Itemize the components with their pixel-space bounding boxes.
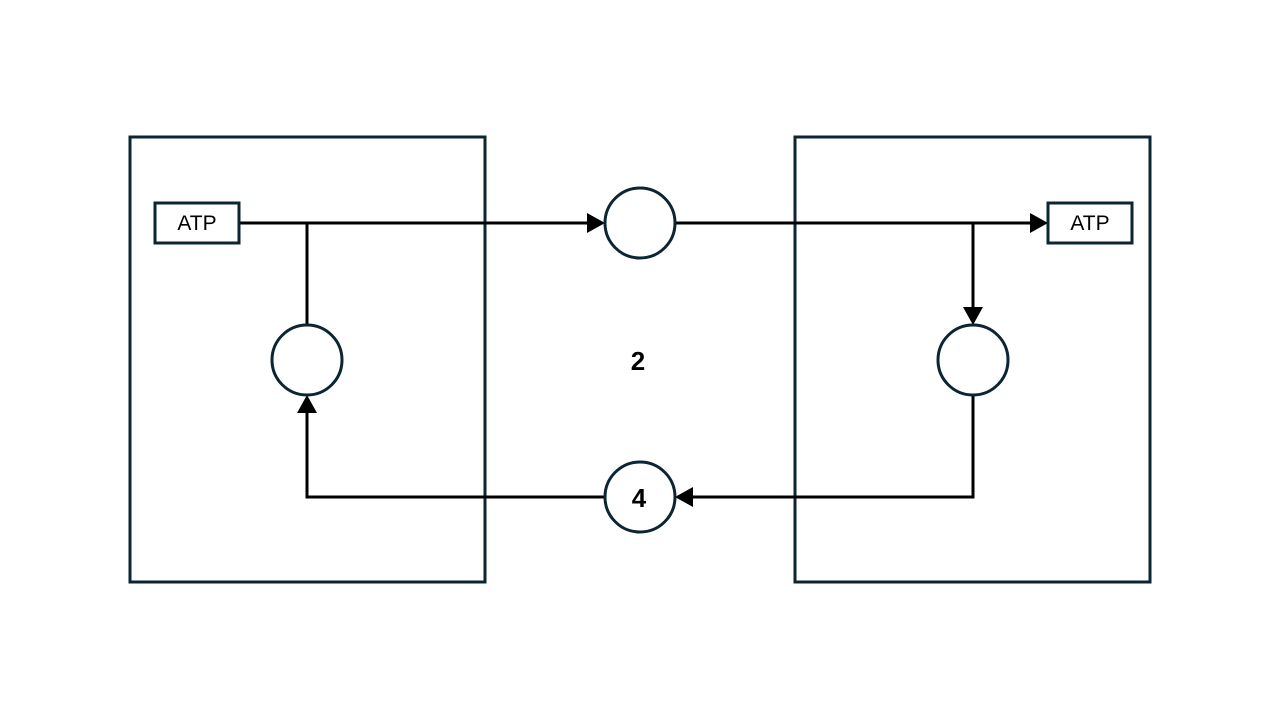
right-atp-label: ATP [1070,212,1109,235]
arrowhead-top-node [587,213,605,233]
arrowhead-right-node [963,307,983,325]
bottom-node-label: 4 [632,483,647,513]
left-compartment [128,135,487,584]
arrowhead-bottom-node [675,487,693,507]
right-atp-box: ATP [1046,201,1134,245]
center-label: 2 [631,346,645,376]
left-atp-label: ATP [177,212,216,235]
right-compartment [793,135,1152,584]
arrowhead-left-node [297,395,317,413]
arrowhead-right-atp [1030,213,1048,233]
left-atp-box: ATP [153,201,241,245]
right-node [936,323,1010,397]
connector-right-node-to-bottom-node [693,395,975,499]
top-center-node [603,186,677,260]
bottom-center-node [603,460,677,534]
left-node [270,323,344,397]
connector-bottom-node-to-left-node [305,413,604,499]
